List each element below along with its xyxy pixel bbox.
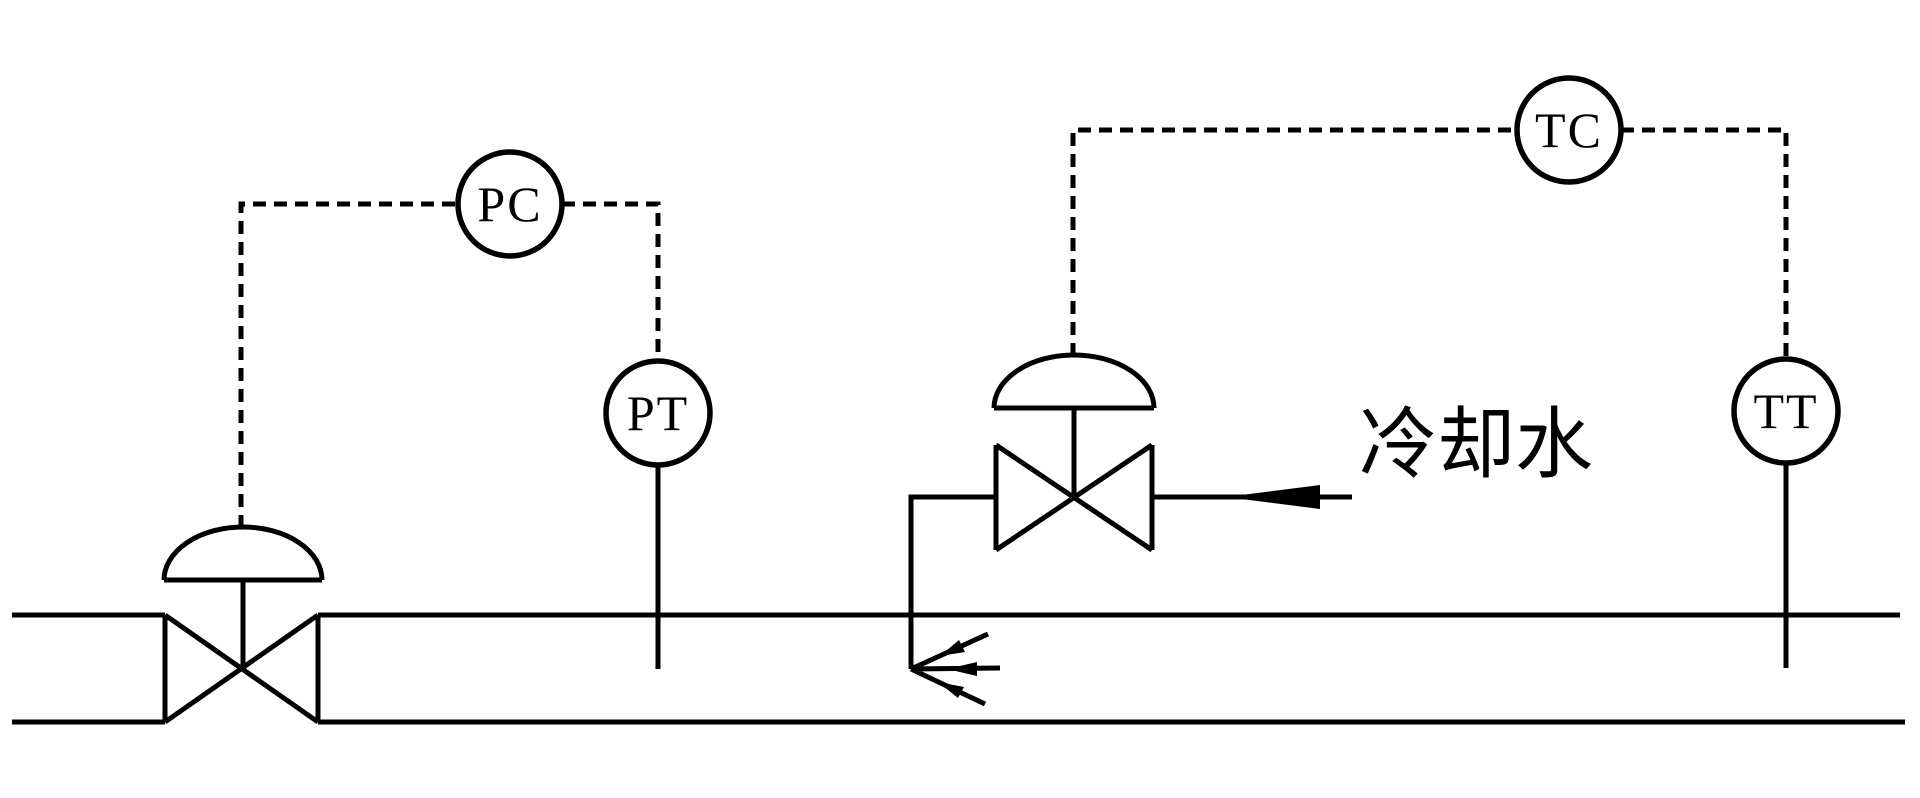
spray-arrowhead-bottom bbox=[938, 682, 964, 698]
spray-arrowhead-top bbox=[940, 640, 965, 656]
pt-tag-label: PT bbox=[627, 385, 689, 441]
signal-line-pc-to-pt bbox=[562, 201, 661, 361]
pc-instrument-circle bbox=[455, 149, 565, 259]
pressure-control-valve bbox=[161, 524, 325, 725]
spray-arrowhead-middle bbox=[947, 662, 977, 676]
actuator-dome-icon bbox=[991, 352, 1157, 411]
temperature-transmitter-instrument: TT bbox=[1731, 356, 1841, 668]
actuator-dome-icon bbox=[161, 524, 325, 583]
flow-direction-arrow-icon bbox=[1226, 485, 1320, 509]
tc-signal-lines bbox=[1070, 127, 1789, 359]
cooling-water-downleg-line bbox=[908, 494, 996, 669]
cooling-water-control-valve bbox=[991, 352, 1157, 553]
valve-bowtie-icon bbox=[162, 612, 321, 725]
temperature-controller-instrument: TC bbox=[1514, 75, 1624, 185]
pressure-transmitter-instrument: PT bbox=[603, 358, 713, 669]
signal-line-valve-to-tc bbox=[1070, 127, 1517, 356]
pc-tag-label: PC bbox=[477, 176, 542, 232]
main-pipe bbox=[12, 612, 1905, 725]
pc-signal-lines bbox=[238, 201, 661, 528]
cooling-water-label: 冷却水 bbox=[1359, 401, 1593, 488]
pressure-controller-instrument: PC bbox=[455, 149, 565, 259]
cooling-water-piping bbox=[908, 485, 1352, 669]
signal-line-tc-to-tt bbox=[1621, 127, 1789, 359]
spray-nozzle-icon bbox=[909, 631, 1001, 707]
signal-line-valve-to-pc bbox=[238, 201, 458, 528]
tc-instrument-circle bbox=[1514, 75, 1624, 185]
tc-tag-label: TC bbox=[1535, 102, 1603, 158]
tt-tag-label: TT bbox=[1753, 383, 1818, 439]
